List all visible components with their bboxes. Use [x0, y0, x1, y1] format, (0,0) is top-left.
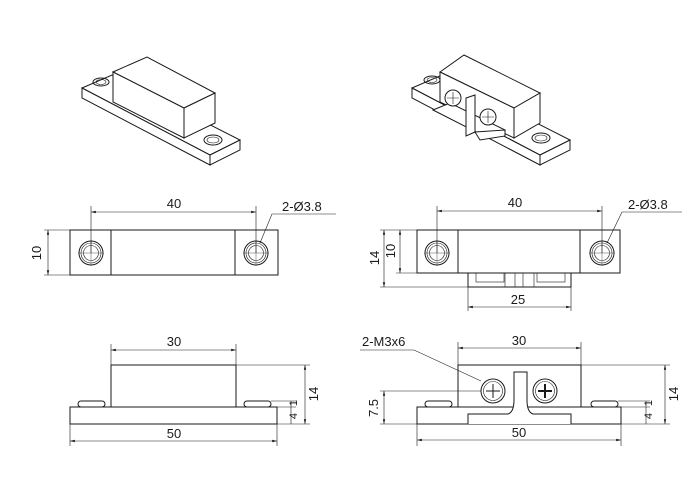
hole-note: 2-Ø3.8	[282, 199, 322, 214]
dim-base: 4	[288, 413, 300, 419]
dim-total-height: 14	[306, 387, 321, 401]
screw	[480, 378, 506, 404]
hole-note: 2-Ø3.8	[628, 197, 668, 212]
screw-note: 2-M3x6	[362, 334, 405, 349]
dim-block-width: 30	[512, 333, 526, 348]
dim-spacing: 40	[508, 195, 522, 210]
dim-spacing: 40	[167, 196, 181, 211]
dim-base-width: 50	[167, 426, 181, 441]
dim-bracket-width: 25	[511, 292, 525, 307]
dim-total-height: 14	[666, 387, 681, 401]
screw	[532, 378, 558, 404]
dim-base: 4	[643, 413, 655, 419]
front-view-sensor: 30 2-M3x6 7.5 50 14 1 4	[360, 333, 681, 446]
dim-screw-height: 7.5	[366, 399, 381, 417]
isometric-view-magnet	[80, 56, 242, 166]
dim-block-width: 30	[167, 334, 181, 349]
front-view-magnet: 30 50 14 1 4	[69, 334, 321, 446]
dim-height: 10	[29, 246, 44, 260]
dim-height: 10	[383, 244, 398, 258]
dim-pad: 1	[643, 400, 655, 406]
dim-total-height: 14	[367, 251, 382, 265]
top-view-sensor: 40 2-Ø3.8 14 10 25	[367, 195, 682, 311]
top-view-magnet: 40 2-Ø3.8 10	[29, 196, 336, 276]
dim-pad: 1	[288, 400, 300, 406]
isometric-view-sensor	[410, 54, 572, 166]
dim-base-width: 50	[512, 425, 526, 440]
